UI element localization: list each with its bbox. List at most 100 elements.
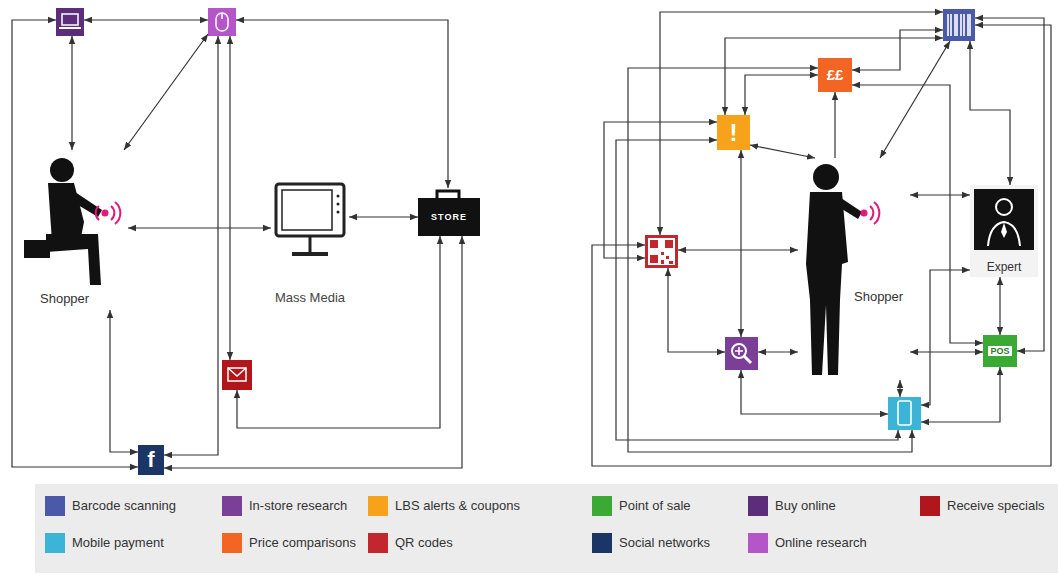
tv-button [337, 195, 340, 198]
figure-body [806, 192, 848, 375]
phone-waves [870, 202, 879, 224]
wave [874, 202, 879, 224]
legend-item: Point of sale [592, 496, 691, 516]
expert-ground [974, 189, 1034, 250]
legend-item: Buy online [748, 496, 836, 516]
barcode-icon [943, 9, 975, 41]
standing-shopper-figure [806, 164, 862, 375]
legend-swatch [920, 496, 940, 516]
legend-swatch [592, 496, 612, 516]
icon-text: STORE [431, 212, 467, 222]
legend-text: QR codes [395, 536, 453, 551]
figure-label: Shopper [40, 292, 89, 307]
icon-text: ! [730, 119, 738, 147]
lens [732, 344, 746, 358]
legend-text: LBS alerts & coupons [395, 499, 520, 514]
wire [668, 268, 725, 352]
laptop-base [59, 27, 81, 29]
legend-item: Online research [748, 533, 867, 553]
tv-button [337, 203, 340, 206]
figure-head [813, 164, 839, 190]
tv-button [337, 211, 340, 214]
figure-arm [834, 196, 862, 219]
figure-label: Shopper [854, 290, 903, 305]
icon-ground [222, 360, 252, 390]
connector-arrow [745, 75, 818, 115]
sitting-shopper-figure [24, 158, 102, 285]
wire [236, 20, 448, 188]
wire [975, 18, 1044, 351]
legend-text: Price comparisons [249, 536, 356, 551]
legend-text: In-store research [249, 499, 347, 514]
legend-item: LBS alerts & coupons [368, 496, 520, 516]
connector-arrow [999, 277, 1000, 335]
online-research-icon [208, 8, 236, 36]
in-store-research-icon [725, 337, 758, 370]
connector-arrow [349, 216, 418, 217]
store-icon: STORE [418, 198, 480, 236]
wire [628, 68, 912, 452]
icon-ground [725, 337, 758, 370]
wire [880, 41, 950, 158]
legend-text: Social networks [619, 536, 710, 551]
legend-text: Barcode scanning [72, 499, 176, 514]
icon-wires [12, 12, 1051, 467]
expert-frame [970, 185, 1038, 277]
legend-swatch [222, 496, 242, 516]
phone-outline [898, 401, 911, 425]
wire [725, 38, 943, 115]
expert-shoulders [988, 222, 1020, 246]
wave [115, 202, 120, 224]
phone-dot [861, 210, 868, 217]
wave [96, 206, 99, 220]
wire [592, 25, 1051, 466]
legend-text: Buy online [775, 499, 836, 514]
icon-ground [645, 235, 678, 268]
figure-arm [68, 190, 102, 217]
wire [124, 34, 208, 150]
legend-item: Mobile payment [45, 533, 164, 553]
laptop-screen [62, 14, 78, 25]
tv-stand [309, 236, 312, 252]
connector-arrow [110, 310, 138, 452]
wire [852, 30, 943, 70]
expert-symbol [970, 185, 1038, 277]
buy-online-icon [56, 8, 84, 36]
receive-specials-icon [222, 360, 252, 390]
lens-handle [744, 356, 751, 363]
legend-item: In-store research [222, 496, 347, 516]
wire [741, 370, 888, 414]
expert-box: Expert [970, 185, 1038, 277]
store-handle [437, 191, 459, 198]
legend-item: Barcode scanning [45, 496, 176, 516]
mobile-payment-icon [888, 397, 921, 430]
icon-ground [56, 8, 84, 36]
lbs-alert-icon: ! [717, 115, 750, 150]
figure-head [50, 158, 74, 182]
shopper-figure: Shopper [798, 158, 910, 380]
icon-text: ££ [827, 66, 844, 83]
wire [740, 150, 741, 337]
wire [758, 351, 798, 352]
figure-seat [24, 240, 50, 258]
mouse-shape [216, 13, 228, 31]
wire [71, 36, 72, 150]
wave [870, 206, 873, 220]
legend-swatch [368, 496, 388, 516]
connector-arrow [834, 92, 835, 158]
icon-ground [208, 8, 236, 36]
expert-head [996, 199, 1012, 215]
connector-arrow [164, 236, 462, 468]
figure-label: Expert [987, 261, 1022, 275]
lens-plus [735, 347, 743, 355]
legend-text: Point of sale [619, 499, 691, 514]
legend-text: Mobile payment [72, 536, 164, 551]
connector-arrow [750, 145, 815, 158]
icon-ground [888, 397, 921, 430]
price-comparison-icon: ££ [818, 58, 852, 92]
tv-symbol [276, 184, 344, 254]
wire [229, 36, 230, 360]
wire [237, 236, 440, 428]
